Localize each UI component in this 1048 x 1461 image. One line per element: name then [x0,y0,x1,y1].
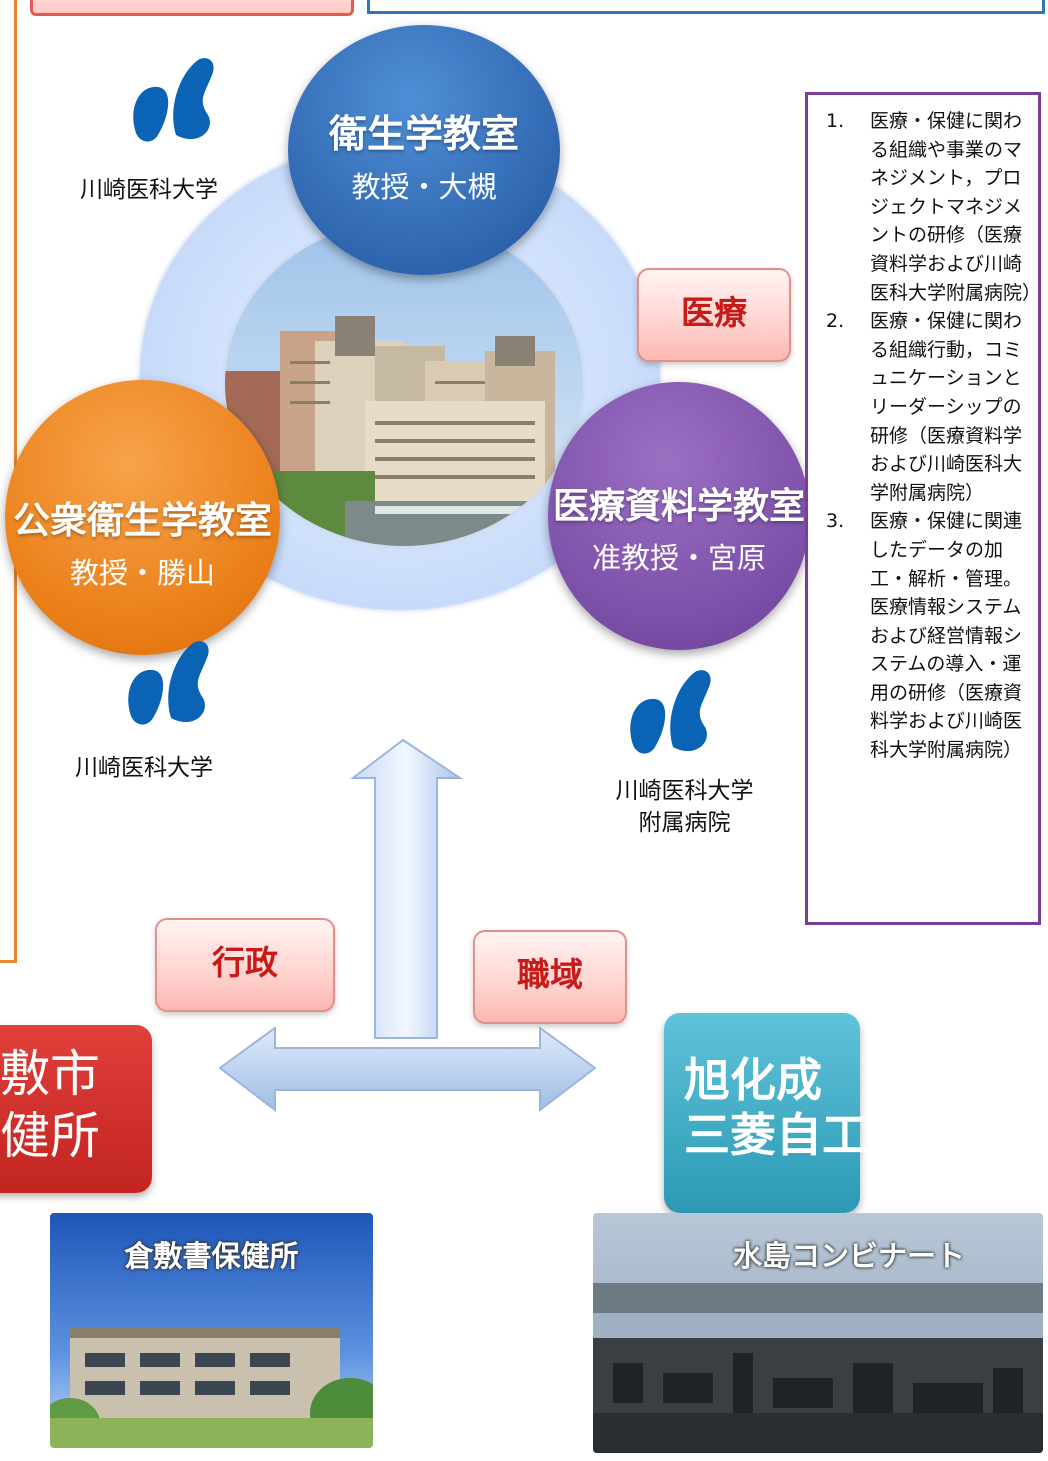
kawasaki-logo-icon [128,641,209,725]
double-headed-arrow-icon [218,738,597,1113]
tag-medical: 医療 [637,268,791,362]
kawasaki-logo-icon [133,58,214,142]
kawasaki-univ-label-bottom: 川崎医科大学 [75,755,213,781]
circle-hygiene-dept: 衛生学教室 教授・大槻 [288,25,560,275]
teal-box-line1: 旭化成 [684,1053,822,1107]
public-health-dept-professor: 教授・勝山 [69,556,215,590]
top-blue-box [367,0,1045,14]
training-list: 1. 医療・保健に関わる組織や事業のマネジメント，プロジェクトマネジメントの研修… [808,95,1042,765]
hygiene-dept-title: 衛生学教室 [328,112,519,156]
red-box-line2: 健所 [0,1107,100,1165]
tag-administration: 行政 [155,918,335,1012]
list-item: 3. 医療・保健に関連したデータの加工・解析・管理。医療情報システムおよび経営情… [826,510,1023,762]
health-center-photo: 倉敷書保健所 [50,1213,373,1448]
mizushima-photo-label: 水島コンビナート [733,1239,966,1273]
teal-box-line2: 三菱自工 [684,1108,868,1162]
companies-box: 旭化成 三菱自工 [664,1013,868,1213]
kawasaki-logo-icon [630,670,711,754]
public-health-dept-title: 公衆衛生学教室 [13,499,272,542]
training-info-box: 1. 医療・保健に関わる組織や事業のマネジメント，プロジェクトマネジメントの研修… [805,92,1041,925]
kawasaki-univ-label-top: 川崎医科大学 [80,177,218,203]
red-box-line1: 敷市 [0,1045,100,1103]
mizushima-photo: 水島コンビナート [593,1213,1043,1453]
medical-records-dept-title: 医療資料学教室 [552,486,805,527]
kawasaki-hospital-label: 川崎医科大学 附属病院 [597,775,772,839]
hygiene-dept-professor: 教授・大槻 [351,170,497,204]
kurashiki-health-center-box: 敷市 健所 [0,1025,152,1193]
circle-public-health-dept: 公衆衛生学教室 教授・勝山 [5,380,280,655]
list-item: 1. 医療・保健に関わる組織や事業のマネジメント，プロジェクトマネジメントの研修… [826,110,1042,304]
kawasaki-hospital-label-line1: 川崎医科大学 [615,778,754,804]
medical-records-dept-professor: 准教授・宮原 [591,541,766,575]
circle-medical-records-dept: 医療資料学教室 准教授・宮原 [548,382,810,650]
top-red-box [30,0,354,16]
list-item: 2. 医療・保健に関わる組織行動，コミュニケーションとリーダーシップの研修（医療… [826,310,1023,504]
kawasaki-hospital-label-line2: 附属病院 [638,810,731,836]
health-center-photo-label: 倉敷書保健所 [124,1239,299,1273]
tag-workplace: 職域 [473,930,627,1024]
